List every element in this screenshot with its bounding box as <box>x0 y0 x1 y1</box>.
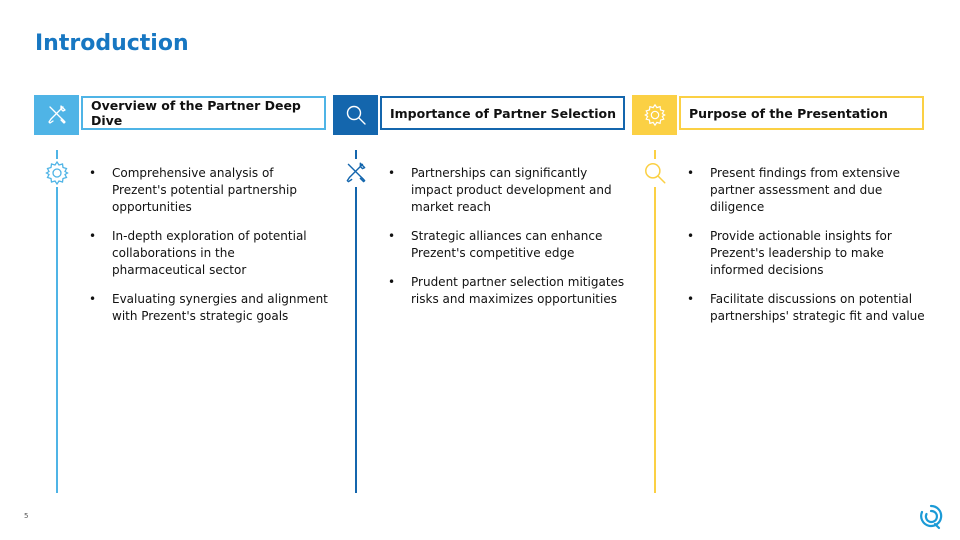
brand-logo-icon <box>920 504 943 530</box>
timeline-line <box>654 150 656 493</box>
header-label: Purpose of the Presentation <box>689 105 888 121</box>
column-overview: Overview of the Partner Deep Dive Compre… <box>34 95 328 495</box>
bullet-list: Comprehensive analysis of Prezent's pote… <box>86 165 331 337</box>
tools-icon <box>47 105 66 124</box>
header-icon-box <box>632 95 677 135</box>
side-icon-box <box>641 159 669 187</box>
bullet-item: In-depth exploration of potential collab… <box>86 228 331 279</box>
bullet-list: Partnerships can significantly impact pr… <box>385 165 630 320</box>
column-purpose: Purpose of the Presentation Present find… <box>632 95 925 495</box>
header-icon-box <box>333 95 378 135</box>
bullet-item: Facilitate discussions on potential part… <box>684 291 929 325</box>
header-importance: Importance of Partner Selection <box>380 96 625 130</box>
magnifier-icon <box>645 163 666 184</box>
header-overview: Overview of the Partner Deep Dive <box>81 96 326 130</box>
timeline-line <box>56 150 58 493</box>
side-icon-box <box>43 159 71 187</box>
header-label: Importance of Partner Selection <box>390 105 616 121</box>
header-purpose: Purpose of the Presentation <box>679 96 924 130</box>
timeline-line <box>355 150 357 493</box>
page-number: 5 <box>24 512 29 520</box>
tools-icon <box>346 162 366 183</box>
bullet-item: Present findings from extensive partner … <box>684 165 929 216</box>
slide-title: Introduction <box>35 31 189 56</box>
bullet-item: Evaluating synergies and alignment with … <box>86 291 331 325</box>
column-importance: Importance of Partner Selection Partners… <box>333 95 625 495</box>
gear-icon <box>643 103 666 127</box>
header-icon-box <box>34 95 79 135</box>
gear-icon <box>45 160 69 186</box>
magnifier-icon <box>346 105 366 125</box>
bullet-item: Comprehensive analysis of Prezent's pote… <box>86 165 331 216</box>
bullet-list: Present findings from extensive partner … <box>684 165 929 337</box>
side-icon-box <box>342 159 370 187</box>
bullet-item: Prudent partner selection mitigates risk… <box>385 274 630 308</box>
bullet-item: Partnerships can significantly impact pr… <box>385 165 630 216</box>
header-label: Overview of the Partner Deep Dive <box>91 98 301 128</box>
bullet-item: Strategic alliances can enhance Prezent'… <box>385 228 630 262</box>
bullet-item: Provide actionable insights for Prezent'… <box>684 228 929 279</box>
